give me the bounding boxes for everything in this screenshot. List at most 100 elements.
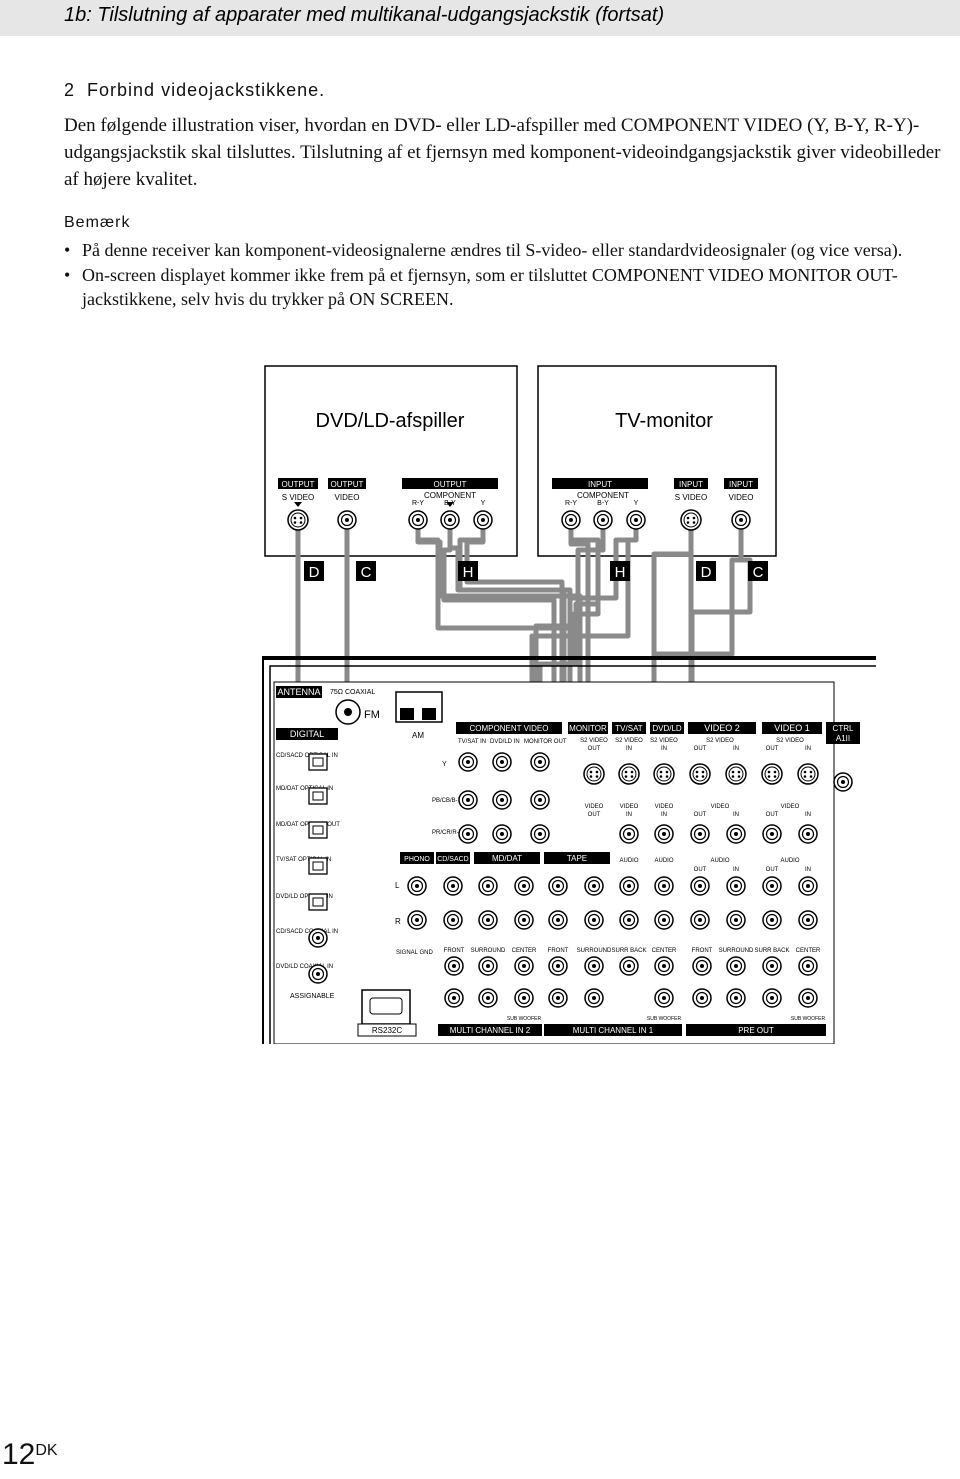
- mddat-label: MD/DAT: [492, 854, 522, 863]
- digital-label: DIGITAL: [290, 729, 324, 739]
- tv-input-label: INPUT: [679, 480, 703, 489]
- svg-text:SURROUND: SURROUND: [719, 948, 754, 954]
- pre-out-label: PRE OUT: [738, 1026, 774, 1035]
- svg-text:L: L: [395, 881, 400, 890]
- tv-y-label: Y: [634, 500, 639, 507]
- svg-text:SURROUND: SURROUND: [577, 948, 612, 954]
- phono-label: PHONO: [404, 856, 430, 863]
- svg-text:OUT: OUT: [766, 812, 779, 818]
- page-number-suffix: DK: [35, 1442, 58, 1459]
- cdsacd-label: CD/SACD: [437, 856, 469, 863]
- header-bar: 1b: Tilslutning af apparater med multika…: [0, 0, 960, 36]
- connection-diagram: DVD/LD-afspiller TV-monitor OUTPUT S VID…: [262, 365, 876, 1044]
- dvd-output-label: OUTPUT: [282, 480, 315, 489]
- svg-text:SUB WOOFER: SUB WOOFER: [791, 1016, 826, 1022]
- svg-text:IN: IN: [626, 746, 632, 752]
- tv-ry-label: R-Y: [565, 500, 577, 507]
- component-video-label: COMPONENT VIDEO: [470, 724, 549, 733]
- svg-text:VIDEO: VIDEO: [585, 804, 604, 810]
- svg-text:IN: IN: [805, 746, 811, 752]
- cv-pb-label: PB/CB/B-Y: [432, 798, 462, 804]
- svg-text:AUDIO: AUDIO: [780, 858, 799, 864]
- svg-text:FRONT: FRONT: [548, 948, 569, 954]
- svg-text:IN: IN: [805, 867, 811, 873]
- svg-text:OUT: OUT: [694, 812, 707, 818]
- multi-in1-label: MULTI CHANNEL IN 1: [573, 1026, 654, 1035]
- svg-text:FRONT: FRONT: [692, 948, 713, 954]
- svg-text:CENTER: CENTER: [796, 948, 821, 954]
- note-bullet: På denne receiver kan komponent-videosig…: [64, 238, 954, 262]
- tape-label: TAPE: [567, 854, 587, 863]
- tv-component-label: COMPONENT: [577, 491, 629, 500]
- cd-optical-label: CD/SACD OPTICAL IN: [276, 753, 338, 759]
- antenna-label: ANTENNA: [277, 687, 320, 697]
- dvd-y-label: Y: [481, 500, 486, 507]
- svg-text:OUT: OUT: [694, 746, 707, 752]
- body-text: Den følgende illustration viser, hvordan…: [64, 115, 941, 190]
- svg-text:AUDIO: AUDIO: [710, 858, 729, 864]
- rs232c-label: RS232C: [372, 1026, 402, 1035]
- note-bullet: On-screen displayet kommer ikke frem på …: [64, 263, 954, 311]
- dvdld-label: DVD/LD: [652, 724, 682, 733]
- svg-text:IN: IN: [661, 746, 667, 752]
- page-number-value: 12: [2, 1438, 36, 1471]
- dvd-output-label: OUTPUT: [434, 480, 467, 489]
- cable-letters: D C H H D C: [304, 561, 768, 581]
- dvd-optical-label: DVD/LD OPTICAL IN: [276, 894, 333, 900]
- svg-text:CENTER: CENTER: [652, 948, 677, 954]
- page-number: 12DK: [2, 1438, 58, 1472]
- tv-input-tag: [552, 478, 648, 489]
- svg-text:H: H: [463, 564, 474, 581]
- svg-text:SURR BACK: SURR BACK: [611, 948, 646, 954]
- svg-text:IN: IN: [733, 812, 739, 818]
- coaxial-label: 75Ω COAXIAL: [330, 689, 375, 696]
- ctrl-sub-label: A1II: [836, 734, 850, 743]
- svg-text:S2 VIDEO: S2 VIDEO: [706, 738, 734, 744]
- tv-video-label: VIDEO: [729, 493, 754, 502]
- svg-text:D: D: [309, 564, 320, 581]
- multi-in2-label: MULTI CHANNEL IN 2: [450, 1026, 531, 1035]
- ctrl-label: CTRL: [833, 724, 854, 733]
- cd-coaxial-label: CD/SACD COAXIAL IN: [276, 929, 338, 935]
- md-optical-out-label: MD/DAT OPTICAL OUT: [276, 822, 340, 828]
- tvsat-label: TV/SAT: [615, 724, 643, 733]
- tv-input-label: INPUT: [729, 480, 753, 489]
- svg-text:OUT: OUT: [588, 812, 601, 818]
- svg-text:IN: IN: [626, 812, 632, 818]
- svg-text:IN: IN: [733, 867, 739, 873]
- monitor-label: MONITOR: [569, 724, 607, 733]
- video2-label: VIDEO 2: [704, 723, 740, 733]
- assignable-label: ASSIGNABLE: [290, 993, 335, 1000]
- svg-text:C: C: [361, 564, 372, 581]
- svg-text:H: H: [615, 564, 626, 581]
- svg-text:VIDEO: VIDEO: [711, 804, 730, 810]
- svg-text:IN: IN: [805, 812, 811, 818]
- dvd-player-title: DVD/LD-afspiller: [316, 410, 465, 432]
- dvd-output-tag: [278, 478, 318, 489]
- dvd-output-tag: [328, 478, 366, 489]
- tv-optical-label: TV/SAT OPTICAL IN: [276, 857, 331, 863]
- svg-text:S2 VIDEO: S2 VIDEO: [615, 738, 643, 744]
- ctrl-jack[interactable]: [833, 772, 853, 792]
- svg-text:FRONT: FRONT: [444, 948, 465, 954]
- svg-text:R: R: [395, 917, 401, 926]
- step-heading: 2 Forbind videojackstikkene.: [64, 80, 325, 101]
- cv-y-label: Y: [442, 761, 447, 768]
- am-label: AM: [412, 731, 424, 740]
- header-title: 1b: Tilslutning af apparater med multika…: [64, 4, 665, 26]
- svg-text:IN: IN: [733, 746, 739, 752]
- step-title: Forbind videojackstikkene.: [87, 80, 326, 100]
- svg-text:OUT: OUT: [766, 867, 779, 873]
- svg-text:OUT: OUT: [766, 746, 779, 752]
- tv-input-label: INPUT: [588, 480, 612, 489]
- dvd-video-label: VIDEO: [335, 493, 360, 502]
- md-optical-in-label: MD/DAT OPTICAL IN: [276, 786, 333, 792]
- dvd-output-label: OUTPUT: [331, 480, 364, 489]
- svg-text:CENTER: CENTER: [512, 948, 537, 954]
- svg-text:SURROUND: SURROUND: [471, 948, 506, 954]
- dvd-svideo-label: S VIDEO: [282, 493, 314, 502]
- cv-pr-label: PR/CR/R-Y: [432, 830, 463, 836]
- svg-text:D: D: [701, 564, 712, 581]
- dvd-coaxial-label: DVD/LD COAXIAL IN: [276, 964, 333, 970]
- dvd-ry-label: R-Y: [412, 500, 424, 507]
